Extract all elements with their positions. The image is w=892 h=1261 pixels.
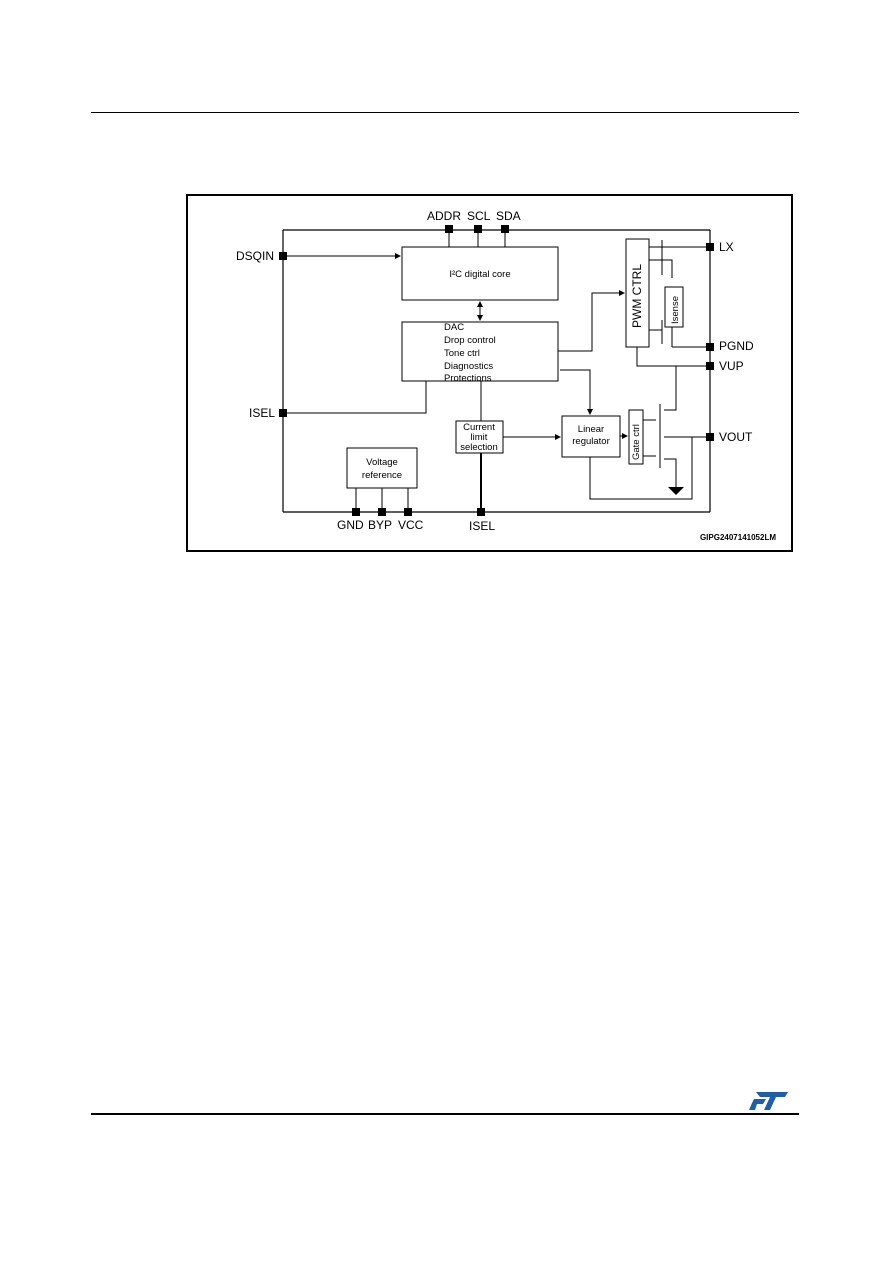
header-rule [91,112,799,113]
i2c-core-block [401,246,559,301]
voltage-reference-line-2: reference [362,470,402,481]
gate-ctrl-label: Gate ctrl [631,424,642,460]
voltage-reference-line-1: Voltage [366,457,398,468]
pwm-ctrl-label: PWM CTRL [630,264,644,328]
current-limit-block [455,420,504,454]
isense-block [664,286,684,328]
control-line-tone: Tone ctrl [444,348,480,359]
voltage-reference-block [346,447,418,489]
gate-ctrl-block [628,409,644,465]
pin-isel-bottom: ISEL [469,519,495,533]
ground-icon [668,487,684,495]
control-line-diagnostics: Diagnostics [444,361,493,372]
footer-rule [91,1113,799,1115]
current-limit-line-2: limit [471,432,488,443]
pin-vup: VUP [719,359,744,373]
pin-pgnd: PGND [719,339,754,353]
pin-sda: SDA [496,209,521,223]
pin-vout: VOUT [719,430,753,444]
control-line-drop: Drop control [444,335,496,346]
st-logo-icon [749,1092,788,1110]
pin-scl: SCL [467,209,491,223]
pin-markers [279,225,714,516]
linear-regulator-line-1: Linear [578,424,604,435]
i2c-core-label: I²C digital core [449,269,510,280]
figure-code: GIPG2407141052LM [700,533,776,542]
control-line-dac: DAC [444,322,464,333]
linear-regulator-block [561,415,621,458]
pin-dsqin: DSQIN [236,249,274,263]
pin-vcc: VCC [398,518,424,532]
figure-frame [186,194,793,552]
pin-gnd: GND [337,518,364,532]
linear-regulator-line-2: regulator [572,436,610,447]
pin-lx: LX [719,240,734,254]
current-limit-line-3: selection [460,442,498,453]
current-limit-line-1: Current [463,422,495,433]
pin-isel-left: ISEL [249,406,275,420]
pin-byp: BYP [368,518,392,532]
pin-addr: ADDR [427,209,461,223]
isense-label: Isense [670,296,681,324]
control-line-protections: Protections [444,373,492,384]
